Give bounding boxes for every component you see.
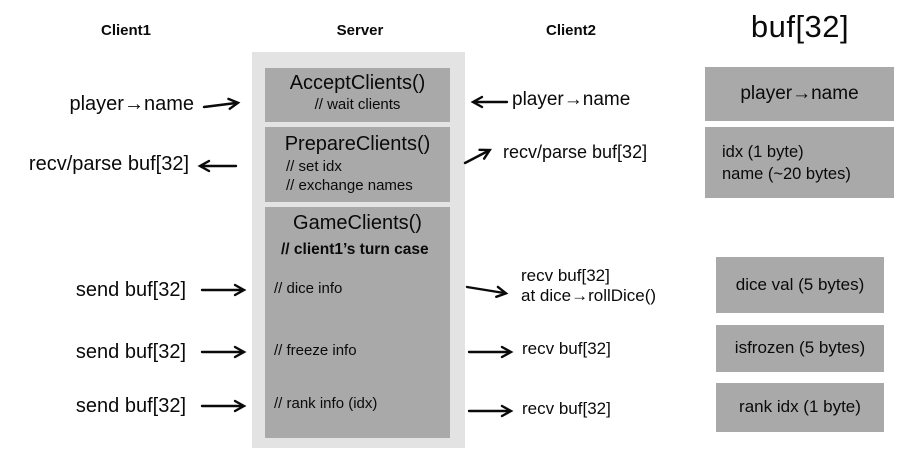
column-header-buffer: buf[32] [750, 9, 850, 44]
game-clients-rank-comment: // rank info (idx) [274, 395, 378, 412]
game-clients-freeze-comment: // freeze info [274, 342, 357, 359]
client1-message-send-freeze: send buf[32] [75, 341, 186, 363]
client1-message-send-rank: send buf[32] [75, 395, 186, 417]
column-header-client1: Client1 [100, 22, 151, 39]
prepare-clients-title: PrepareClients() [284, 133, 431, 155]
buffer-box-rank-idx: rank idx (1 byte) [716, 383, 884, 432]
prepare-clients-comment-set-idx: // set idx [286, 158, 342, 175]
game-clients-turn-case-comment: // client1’s turn case [281, 241, 429, 258]
client2-message-recv-freeze: recv buf[32] [522, 339, 611, 358]
client2-recv-dice-line2: at dice→rollDice() [521, 285, 657, 305]
arrow-server-to-client2-recv-dice [465, 285, 509, 299]
buffer-box-isfrozen: isfrozen (5 bytes) [716, 325, 884, 372]
accept-clients-title: AcceptClients() [289, 72, 426, 94]
client1-message-recv-parse: recv/parse buf[32] [28, 153, 189, 175]
buffer-box-dice-val: dice val (5 bytes) [716, 257, 884, 313]
buffer-box-name-label: name (~20 bytes) [722, 164, 851, 183]
client2-message-recv-dice: recv buf[32] at dice→rollDice() [521, 266, 656, 305]
game-clients-title: GameClients() [293, 212, 422, 234]
server-function-prepare-clients [265, 127, 450, 202]
buffer-box-player-name: player→name [705, 67, 894, 121]
client1-message-send-dice: send buf[32] [75, 279, 186, 301]
client2-message-recv-parse: recv/parse buf[32] [503, 142, 648, 162]
buffer-box-isfrozen-label: isfrozen (5 bytes) [734, 338, 866, 358]
buffer-box-player-name-label: player→name [740, 82, 859, 104]
client2-message-player-name: player→name [512, 89, 631, 110]
client2-recv-dice-line1: recv buf[32] [521, 266, 610, 285]
buffer-box-rank-idx-label: rank idx (1 byte) [739, 397, 861, 417]
server-function-game-clients [265, 207, 450, 438]
arrow-server-to-client2-recv-parse [463, 148, 492, 165]
accept-clients-comment: // wait clients [314, 96, 401, 113]
prepare-clients-comment-exchange-names: // exchange names [286, 177, 413, 194]
buffer-box-idx-name: idx (1 byte) name (~20 bytes) [705, 127, 894, 198]
column-header-client2: Client2 [545, 22, 596, 39]
column-header-server: Server [336, 22, 384, 39]
arrow-client1-to-server-player-name [202, 97, 241, 111]
server-function-accept-clients [265, 68, 450, 122]
client2-message-recv-rank: recv buf[32] [522, 399, 611, 418]
buffer-box-dice-val-label: dice val (5 bytes) [735, 274, 865, 294]
client1-message-player-name: player→name [69, 93, 194, 115]
game-clients-dice-comment: // dice info [274, 280, 343, 297]
buffer-box-idx-label: idx (1 byte) [722, 142, 804, 161]
